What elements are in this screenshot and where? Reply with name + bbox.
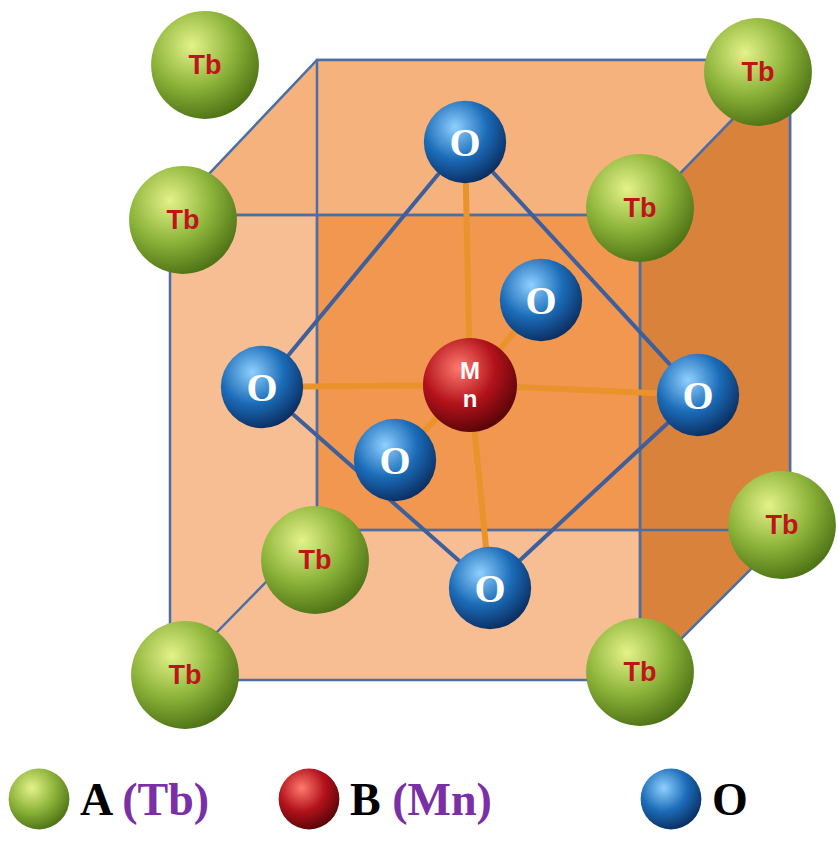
legend-item: O — [640, 768, 748, 830]
atom-sphere — [423, 338, 517, 432]
atom-sphere — [500, 259, 582, 341]
atom-sphere — [424, 101, 506, 183]
connector-line — [304, 385, 422, 386]
octahedron-edge — [493, 173, 669, 364]
atom-label: M n — [456, 357, 484, 412]
atom-sphere — [151, 11, 259, 119]
atom-label: Tb — [299, 545, 332, 576]
mn-o-bond — [501, 332, 514, 348]
a-site-atom: Tb — [150, 10, 260, 120]
atom-label: O — [449, 119, 480, 166]
a-site-atom: Tb — [703, 17, 813, 127]
oxygen-atom: O — [499, 258, 583, 342]
oxygen-atom: O — [448, 546, 532, 630]
atom-sphere — [641, 769, 702, 830]
atom-sphere — [449, 547, 531, 629]
atom-sphere — [131, 621, 239, 729]
atom-sphere — [728, 471, 836, 579]
connector-line — [518, 387, 656, 393]
a-site-atom: Tb — [130, 620, 240, 730]
atom-sphere — [586, 618, 694, 726]
a-site-atom: Tb — [727, 470, 837, 580]
connector-line — [493, 173, 669, 364]
connector-line — [289, 174, 438, 354]
a-site-atom: Tb — [585, 153, 695, 263]
atom-sphere — [129, 166, 237, 274]
oxygen-atom: O — [423, 100, 507, 184]
oxygen-atom: O — [220, 345, 304, 429]
legend-swatch — [278, 768, 340, 830]
legend-label: A (Tb) — [80, 773, 209, 826]
atom-label: Tb — [169, 660, 202, 691]
atom-label: Tb — [624, 193, 657, 224]
atom-label: Tb — [742, 57, 775, 88]
legend-swatch — [640, 768, 702, 830]
atom-label: Tb — [624, 657, 657, 688]
octahedron-edge — [521, 424, 667, 560]
atom-label: Tb — [766, 510, 799, 541]
a-site-atom: Tb — [585, 617, 695, 727]
b-site-atom: M n — [422, 337, 518, 433]
legend-label: O — [712, 773, 748, 826]
atom-sphere — [657, 354, 739, 436]
cube-front-face — [170, 215, 640, 680]
atom-label: Tb — [189, 50, 222, 81]
mn-o-bond — [518, 387, 656, 393]
atom-label: Tb — [167, 205, 200, 236]
legend-item: A (Tb) — [8, 768, 209, 830]
atom-label: O — [379, 437, 410, 484]
atom-sphere — [354, 419, 436, 501]
atom-sphere — [221, 346, 303, 428]
connector-line — [466, 184, 469, 337]
mn-o-bond — [466, 184, 469, 337]
a-site-atom: Tb — [128, 165, 238, 275]
connector-line — [425, 419, 436, 430]
atom-sphere — [279, 769, 340, 830]
a-site-atom: Tb — [260, 505, 370, 615]
connector-line — [501, 332, 514, 348]
octahedron-edge — [289, 174, 438, 354]
atom-sphere — [704, 18, 812, 126]
oxygen-atom: O — [656, 353, 740, 437]
oxygen-atom: O — [353, 418, 437, 502]
atom-sphere — [261, 506, 369, 614]
legend-label: B (Mn) — [350, 773, 492, 826]
legend-swatch — [8, 768, 70, 830]
mn-o-bond — [304, 385, 422, 386]
mn-o-bond — [475, 433, 486, 546]
mn-o-bond — [425, 419, 436, 430]
atom-sphere — [586, 154, 694, 262]
atom-label: O — [246, 364, 277, 411]
atom-label: O — [474, 565, 505, 612]
cube-edge — [316, 60, 319, 530]
connector-line — [475, 433, 486, 546]
atom-label: O — [682, 372, 713, 419]
cube-right-face — [640, 60, 790, 680]
connector-line — [521, 424, 667, 560]
legend-item: B (Mn) — [278, 768, 492, 830]
atom-sphere — [9, 769, 70, 830]
atom-label: O — [525, 277, 556, 324]
